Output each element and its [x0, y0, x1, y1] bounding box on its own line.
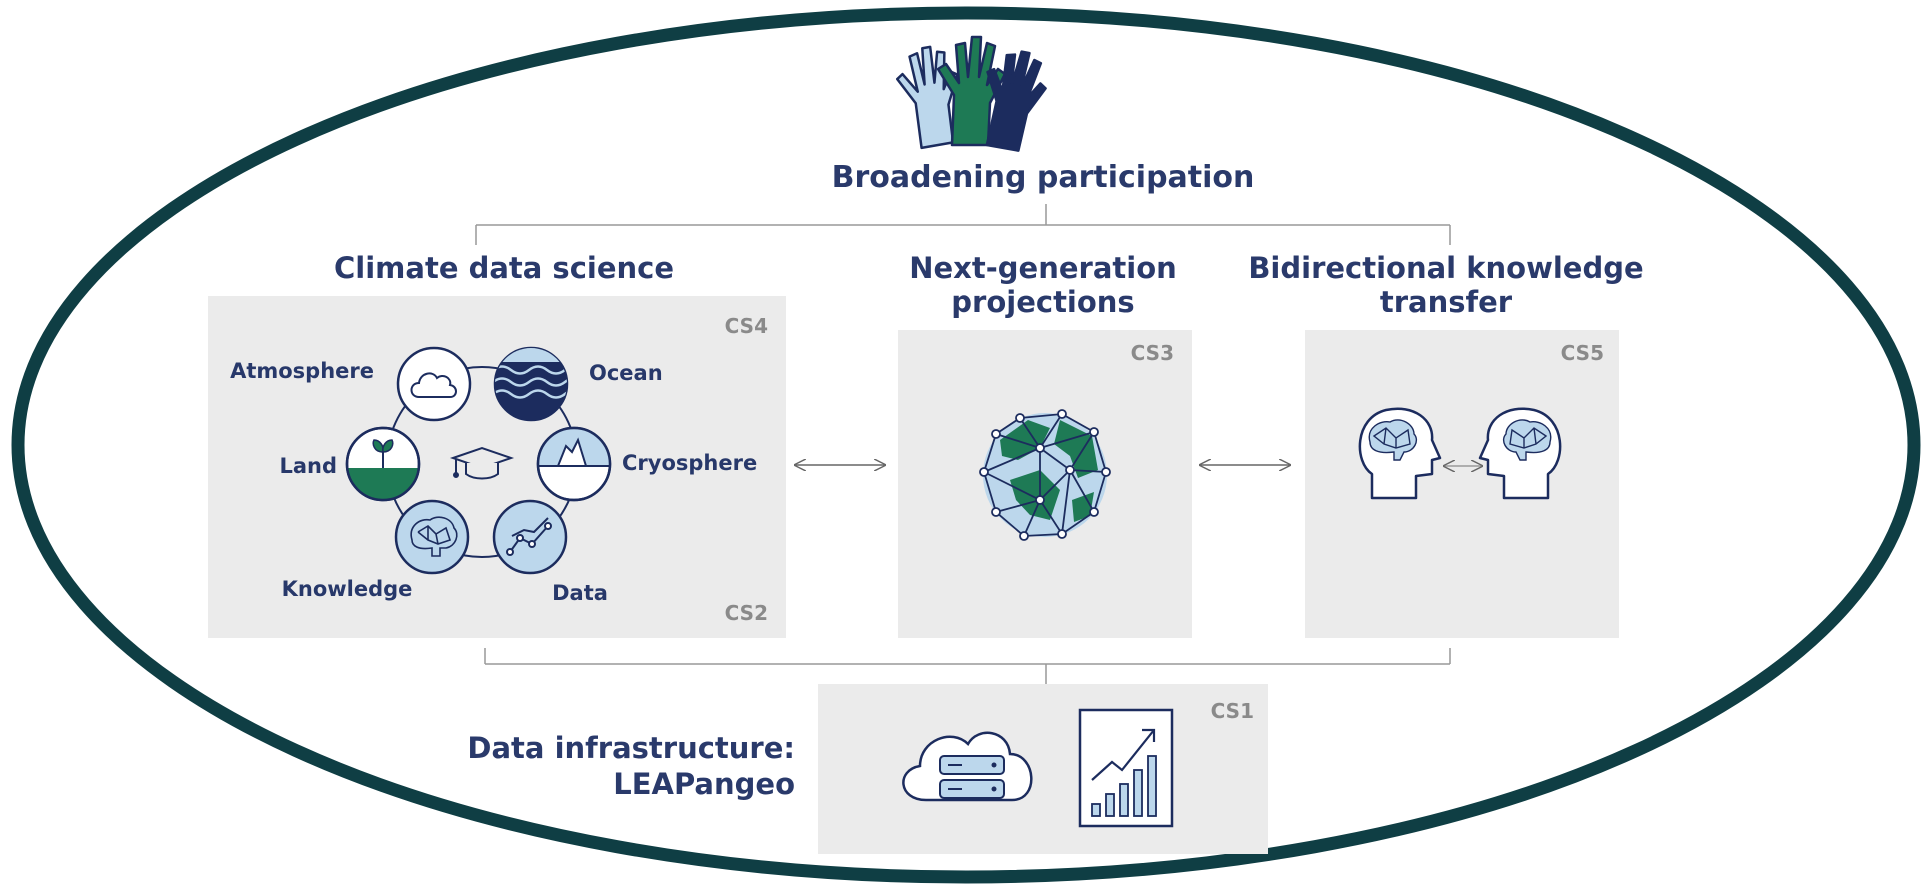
atmosphere-node	[396, 346, 472, 422]
raised-hands-icon	[896, 35, 1047, 152]
graduation-cap-icon	[449, 446, 515, 480]
atmosphere-label: Atmosphere	[230, 359, 374, 383]
climate-data-science-title: Climate data science	[334, 251, 674, 285]
sprout-icon	[372, 439, 394, 468]
bottom-bracket	[484, 648, 1451, 684]
top-bracket	[475, 204, 1451, 245]
infrastructure-panel	[818, 684, 1268, 854]
transfer-panel	[1305, 330, 1619, 638]
infrastructure-title-line1: Data infrastructure:	[467, 731, 795, 765]
cs5-label: CS5	[1561, 341, 1604, 365]
next-gen-title-line1: Next-generation	[909, 251, 1177, 285]
cs3-label: CS3	[1131, 341, 1174, 365]
cloud-server-icon	[902, 731, 1033, 802]
line-graph-icon	[506, 517, 552, 556]
data-node	[492, 499, 568, 575]
cs2-label: CS2	[725, 601, 768, 625]
head-left-icon	[1358, 407, 1442, 500]
cryosphere-label: Cryosphere	[622, 451, 757, 475]
bidirectional-title-line1: Bidirectional knowledge	[1248, 251, 1643, 285]
head-right-icon	[1478, 407, 1562, 500]
iceberg-icon	[556, 437, 588, 467]
cloud-icon	[410, 372, 457, 398]
bidirectional-title-line2: transfer	[1380, 285, 1513, 319]
knowledge-label: Knowledge	[282, 577, 413, 601]
ocean-label: Ocean	[589, 361, 663, 385]
cs1-label: CS1	[1211, 699, 1254, 723]
growth-chart-icon	[1078, 708, 1174, 828]
ocean-node	[493, 346, 569, 422]
infrastructure-title-line2: LEAPangeo	[613, 767, 795, 801]
outer-ellipse	[11, 6, 1921, 884]
land-label: Land	[279, 454, 337, 478]
broadening-participation-title: Broadening participation	[832, 160, 1255, 195]
brain-icon	[410, 516, 458, 557]
cs4-label: CS4	[725, 314, 768, 338]
brain-left-icon	[1368, 419, 1418, 461]
data-label: Data	[552, 581, 608, 605]
brain-right-icon	[1502, 419, 1552, 461]
globe-network-icon	[979, 409, 1111, 541]
knowledge-node	[394, 499, 470, 575]
next-gen-title-line2: projections	[951, 285, 1134, 319]
